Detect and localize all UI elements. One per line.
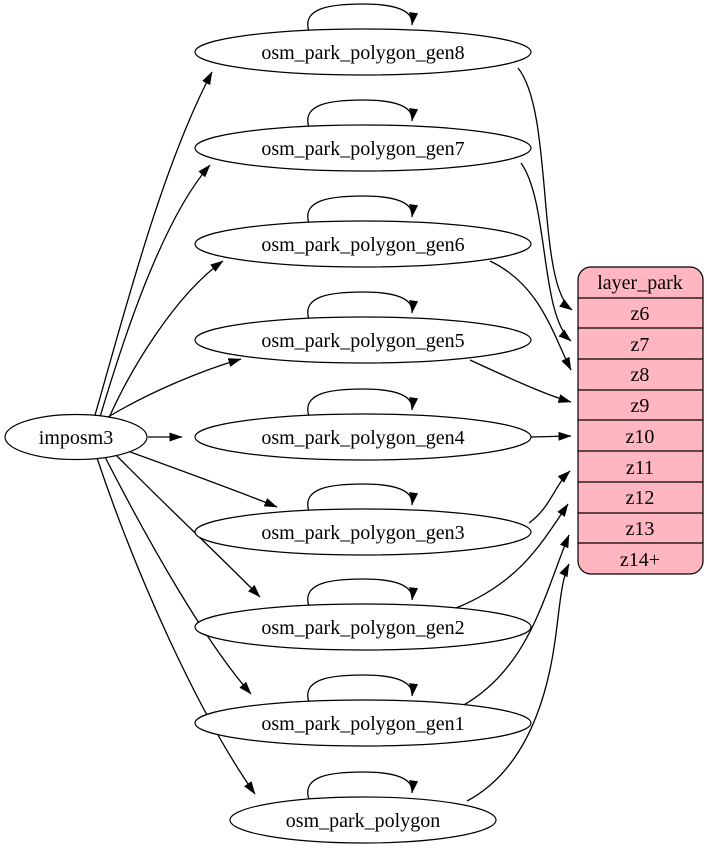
node-label: osm_park_polygon_gen8: [261, 42, 464, 64]
edge-gen7-to-z7: [520, 162, 572, 342]
record-separators: [578, 297, 703, 544]
self-loop-gen6: [307, 195, 419, 227]
node-osm-park-polygon-gen6: osm_park_polygon_gen6: [194, 220, 532, 268]
record-row-z14: z14+: [620, 549, 660, 571]
node-osm-park-polygon-gen2: osm_park_polygon_gen2: [194, 603, 532, 651]
record-row-z8: z8: [631, 364, 650, 386]
node-ellipse: [229, 796, 497, 844]
edges-source-to-tables: [94, 71, 278, 795]
record-row-z6: z6: [631, 303, 650, 325]
record-row-z13: z13: [626, 518, 655, 540]
node-ellipse: [194, 220, 532, 268]
self-loop-gen3: [307, 483, 419, 515]
record-row-z12: z12: [626, 487, 655, 509]
node-osm-park-polygon-gen1: osm_park_polygon_gen1: [194, 699, 532, 747]
edge-gen3-to-z11: [528, 470, 571, 524]
node-ellipse: [194, 699, 532, 747]
node-ellipse: [194, 316, 532, 364]
edge-imposm3-to-gen2: [112, 451, 261, 598]
node-osm-park-polygon-gen3: osm_park_polygon_gen3: [194, 508, 532, 556]
node-label: osm_park_polygon_gen3: [261, 522, 464, 544]
record-row-z11: z11: [626, 457, 654, 479]
node-ellipse: [194, 28, 532, 76]
record-row-z10: z10: [626, 426, 655, 448]
node-ellipse: [194, 124, 532, 172]
self-loop-gen2: [307, 578, 419, 610]
self-loop-gen8: [307, 3, 419, 35]
node-label: osm_park_polygon_gen4: [261, 427, 464, 449]
node-ellipse: [194, 508, 532, 556]
node-label: osm_park_polygon_gen6: [261, 234, 464, 256]
node-label: osm_park_polygon: [286, 810, 440, 832]
record-header: layer_park: [597, 272, 683, 294]
self-loop-gen5: [307, 291, 419, 323]
node-layer-park: layer_park z6 z7 z8 z9 z10 z11 z12 z13 z…: [577, 266, 704, 575]
node-ellipse: [194, 413, 532, 461]
edge-imposm3-to-gen7: [99, 164, 211, 418]
self-loop-gen1: [307, 674, 419, 706]
edge-gen6-to-z8: [489, 260, 572, 371]
edge-gen1-to-z13: [461, 534, 570, 707]
edge-osm-park-polygon-to-z14: [466, 563, 570, 802]
edge-gen5-to-z9: [469, 359, 572, 403]
self-loop-gen7: [307, 99, 419, 131]
edge-imposm3-to-gen8: [94, 71, 213, 416]
node-osm-park-polygon-gen8: osm_park_polygon_gen8: [194, 28, 532, 76]
node-osm-park-polygon-gen7: osm_park_polygon_gen7: [194, 124, 532, 172]
edge-imposm3-to-gen6: [107, 260, 224, 421]
edge-imposm3-to-osm-park-polygon: [96, 457, 256, 795]
edge-gen4-to-z10: [530, 431, 572, 441]
edge-gen2-to-z12: [455, 503, 569, 609]
node-ellipse: [4, 413, 148, 461]
node-imposm3: imposm3: [4, 413, 148, 461]
self-loop-gen4: [307, 388, 419, 420]
node-osm-park-polygon: osm_park_polygon: [229, 796, 497, 844]
record-row-z7: z7: [631, 334, 650, 356]
edges-tables-to-layer: [455, 67, 573, 802]
node-osm-park-polygon-gen4: osm_park_polygon_gen4: [194, 413, 532, 461]
record-row-z9: z9: [631, 395, 650, 417]
node-label: imposm3: [39, 427, 113, 449]
node-label: osm_park_polygon_gen5: [261, 330, 464, 352]
edge-imposm3-to-gen5: [107, 358, 242, 418]
edge-imposm3-to-gen3: [121, 448, 278, 508]
edge-gen8-to-z6: [517, 67, 573, 311]
self-loop-osm-park-polygon: [307, 771, 419, 803]
edge-imposm3-to-gen1: [103, 454, 252, 695]
self-loops: [307, 3, 419, 803]
node-label: osm_park_polygon_gen7: [261, 138, 464, 160]
node-label: osm_park_polygon_gen1: [261, 713, 464, 735]
node-osm-park-polygon-gen5: osm_park_polygon_gen5: [194, 316, 532, 364]
node-ellipse: [194, 603, 532, 651]
node-label: osm_park_polygon_gen2: [261, 617, 464, 639]
